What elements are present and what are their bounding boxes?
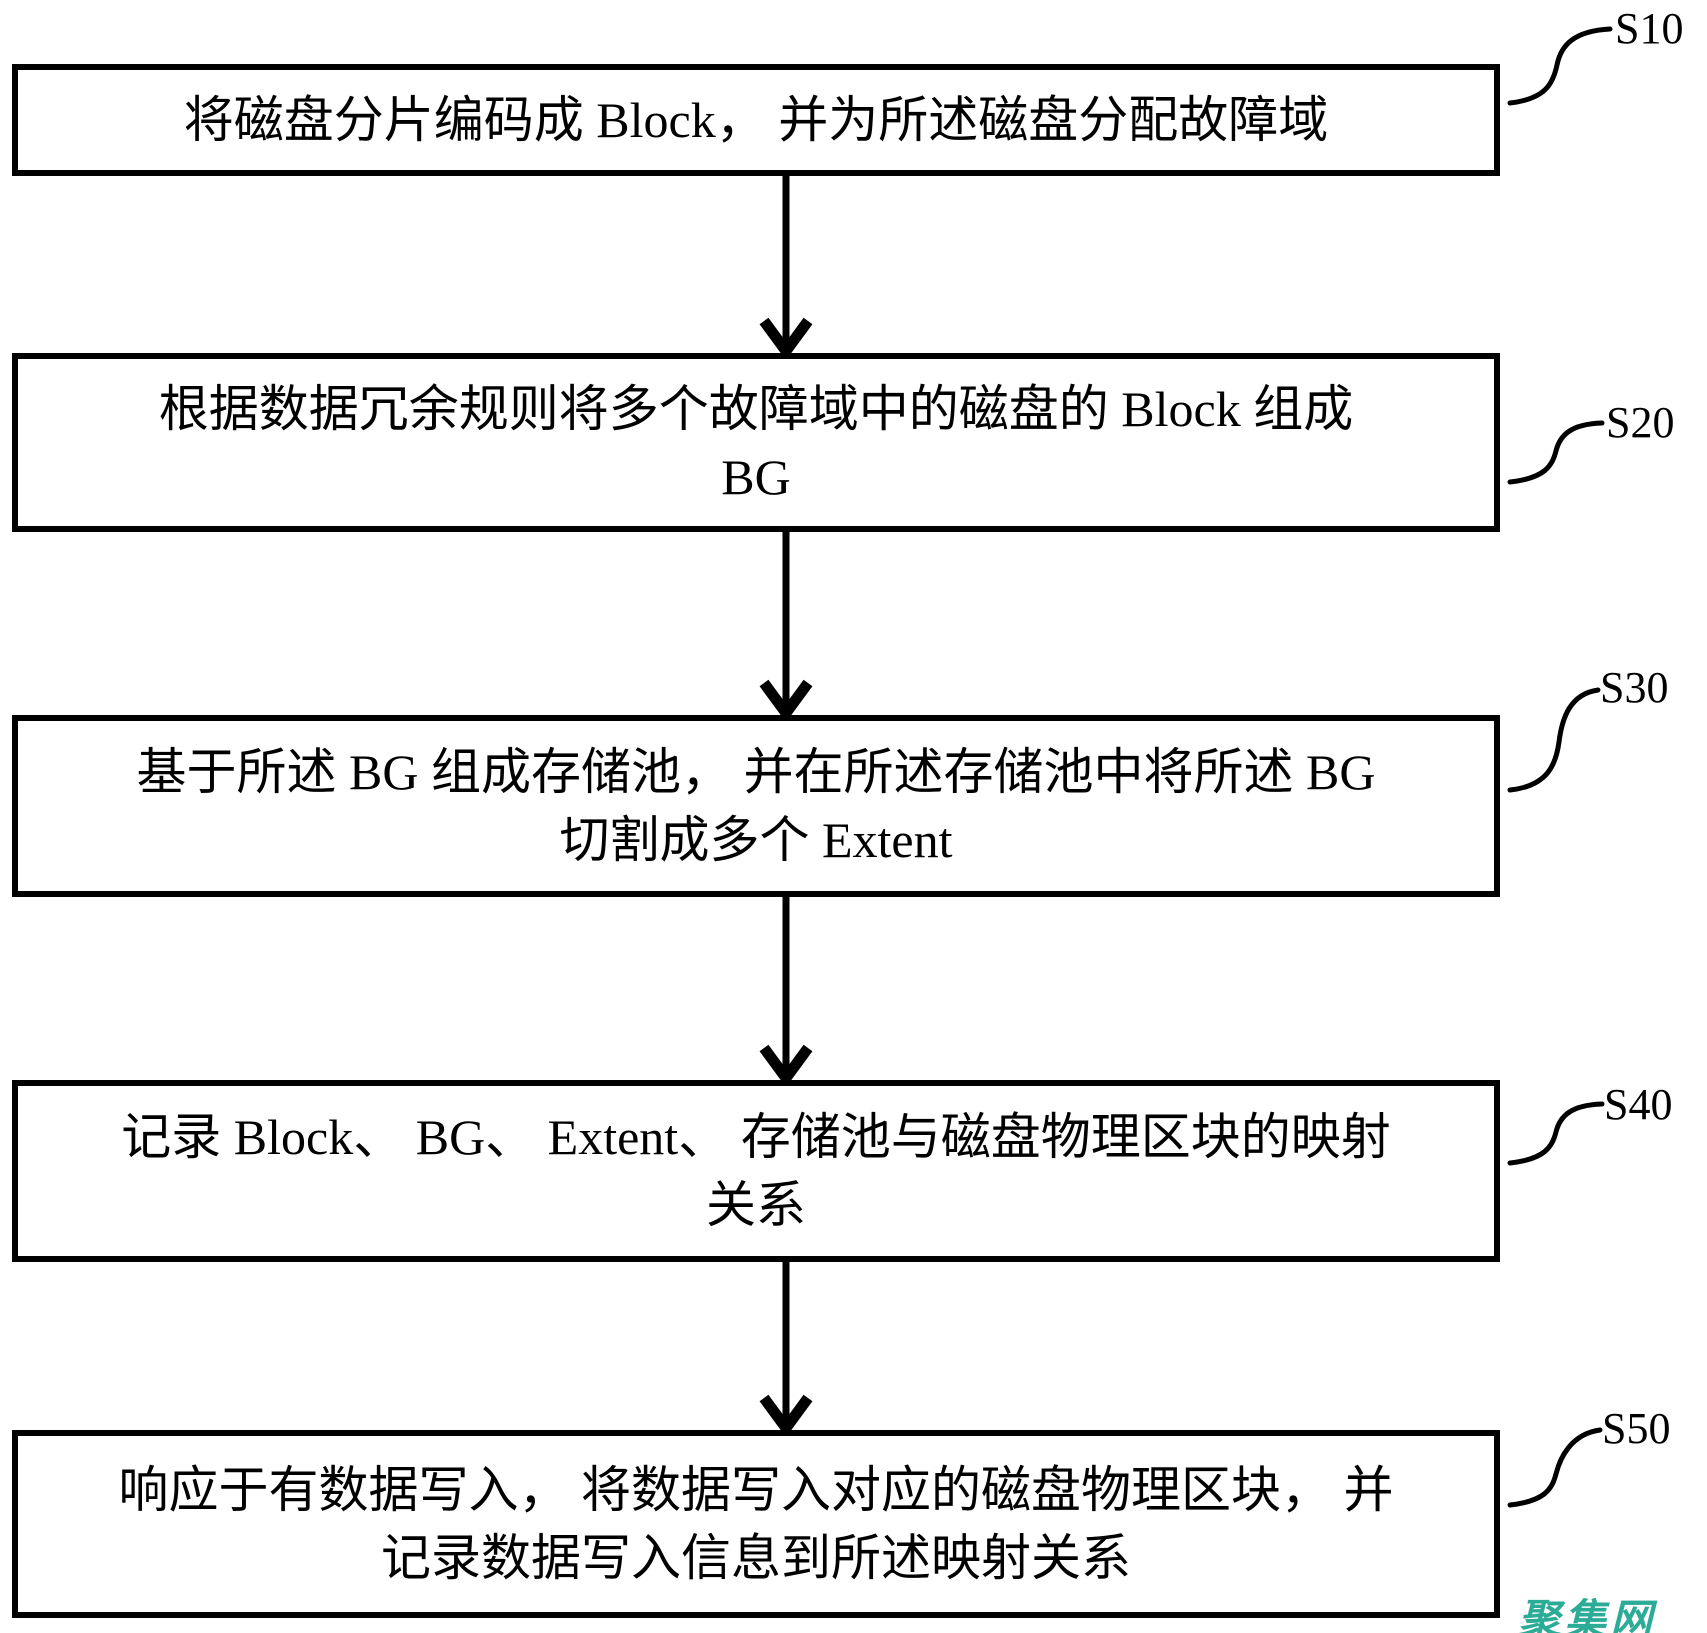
- step-label-s10: S10: [1615, 4, 1684, 53]
- label-connector-s20: [1507, 420, 1605, 485]
- step-text: 记录 Block、 BG、 Extent、 存储池与磁盘物理区块的映射: [121, 1109, 1391, 1165]
- step-text: 关系: [706, 1177, 806, 1233]
- step-text: 响应于有数据写入， 将数据写入对应的磁盘物理区块， 并: [118, 1462, 1394, 1518]
- step-label-s20: S20: [1606, 398, 1675, 447]
- step-text: 根据数据冗余规则将多个故障域中的磁盘的 Block 组成: [158, 380, 1354, 437]
- step-box-s40: 记录 Block、 BG、 Extent、 存储池与磁盘物理区块的映射 关系: [12, 1080, 1500, 1262]
- flow-arrow-head-4: [759, 1394, 813, 1438]
- flow-arrow-head-1: [759, 317, 813, 361]
- step-box-s20: 根据数据冗余规则将多个故障域中的磁盘的 Block 组成 BG: [12, 353, 1500, 532]
- step-text: 记录数据写入信息到所述映射关系: [381, 1530, 1131, 1586]
- step-text: 切割成多个 Extent: [559, 812, 953, 868]
- label-connector-s50: [1507, 1427, 1603, 1508]
- step-text: 基于所述 BG 组成存储池， 并在所述存储池中将所述 BG: [136, 744, 1376, 800]
- label-connector-s10: [1507, 26, 1613, 106]
- flow-arrow-head-3: [759, 1044, 813, 1088]
- step-box-s50: 响应于有数据写入， 将数据写入对应的磁盘物理区块， 并 记录数据写入信息到所述映…: [12, 1430, 1500, 1618]
- flow-arrow-head-2: [759, 679, 813, 723]
- step-box-s30: 基于所述 BG 组成存储池， 并在所述存储池中将所述 BG 切割成多个 Exte…: [12, 715, 1500, 897]
- label-connector-s30: [1507, 687, 1601, 793]
- step-label-s40: S40: [1604, 1080, 1673, 1129]
- label-connector-s40: [1507, 1101, 1605, 1166]
- step-box-s10: 将磁盘分片编码成 Block， 并为所述磁盘分配故障域: [12, 64, 1500, 176]
- watermark: 聚集网: [1518, 1596, 1657, 1633]
- step-label-s30: S30: [1600, 663, 1669, 712]
- step-text: 将磁盘分片编码成 Block， 并为所述磁盘分配故障域: [183, 92, 1329, 148]
- step-text: BG: [721, 448, 791, 505]
- step-label-s50: S50: [1602, 1404, 1671, 1453]
